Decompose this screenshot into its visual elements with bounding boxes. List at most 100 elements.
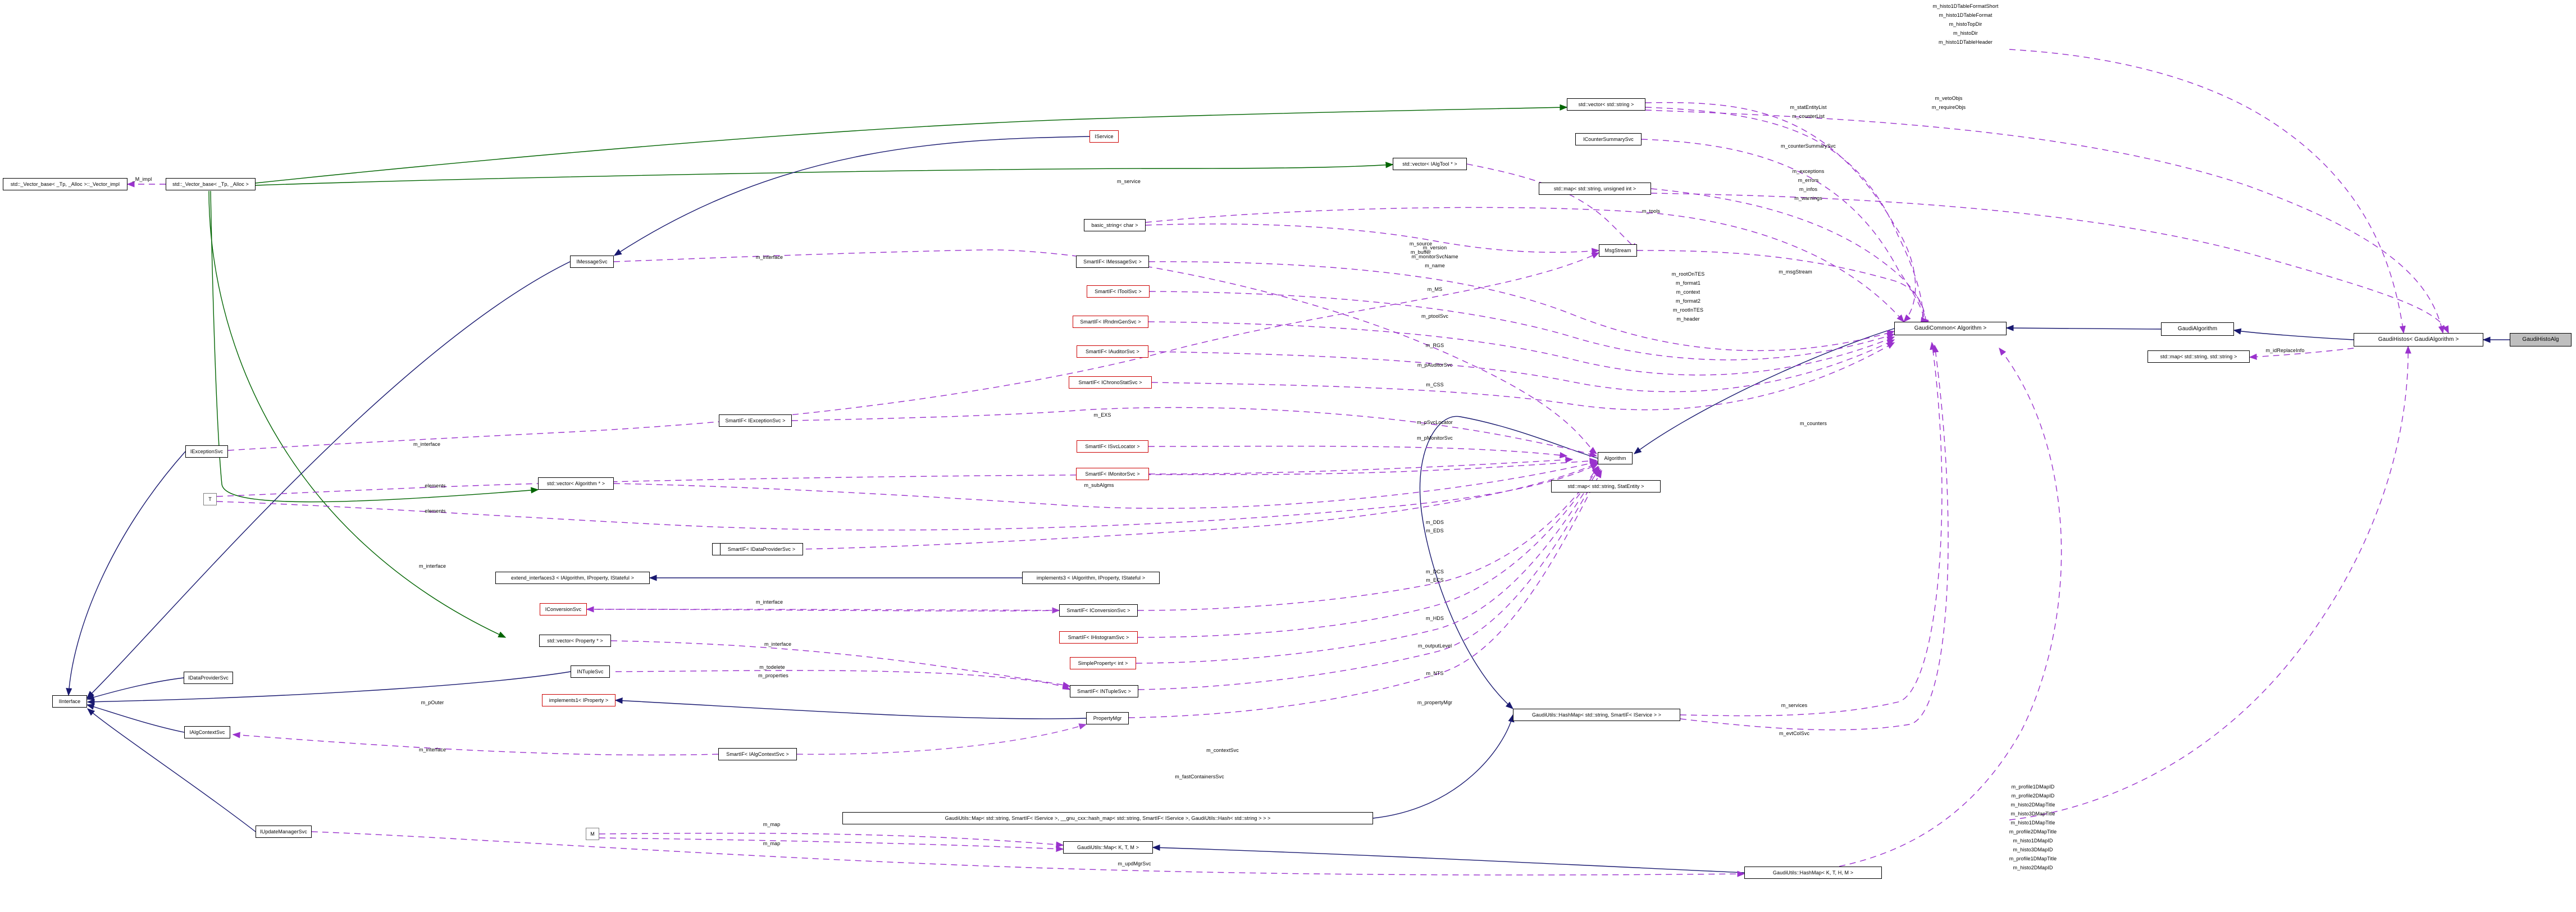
class-node-T[interactable]: T xyxy=(203,493,217,505)
edge-label-h1mapid: m_histo1DMapID xyxy=(2013,838,2053,843)
class-node-label: SmartIF< INTupleSvc > xyxy=(1077,688,1131,694)
class-node-vec_prop[interactable]: std::vector< Property * > xyxy=(539,635,611,647)
edge-label-psvcloc: m_pSvcLocator xyxy=(1417,419,1453,425)
edge-label-counterlist2: m_counterList xyxy=(1792,113,1825,119)
class-node-label: basic_string< char > xyxy=(1091,222,1138,228)
edge-label-pouter: m_pOuter xyxy=(421,700,444,705)
class-node-algorithm[interactable]: Algorithm xyxy=(1598,452,1633,464)
class-node-vecbase_impl[interactable]: std::_Vector_base< _Tp, _Alloc >::_Vecto… xyxy=(3,178,127,190)
class-node-label: GaudiHistos< GaudiAlgorithm > xyxy=(2378,336,2459,343)
class-node-label: INTupleSvc xyxy=(577,668,604,674)
class-node-impl3[interactable]: implements3 < IAlgorithm, IProperty, ISt… xyxy=(1022,572,1160,584)
edge-label-hds: m_HDS xyxy=(1425,615,1444,621)
class-node-iexcsvc[interactable]: IExceptionSvc xyxy=(185,445,228,458)
class-node-map_str_str[interactable]: std::map< std::string, std::string > xyxy=(2148,350,2250,363)
class-node-vecbase[interactable]: std::_Vector_base< _Tp, _Alloc > xyxy=(166,178,256,190)
class-node-gaudihistos[interactable]: GaudiHistos< GaudiAlgorithm > xyxy=(2354,333,2483,346)
inheritance-edges xyxy=(66,136,2510,873)
class-node-label: SmartIF< IRndmGenSvc > xyxy=(1080,318,1141,325)
class-node-msgsvc[interactable]: IMessageSvc xyxy=(570,256,614,268)
class-node-label: GaudiUtils::HashMap< K, T, H, M > xyxy=(1772,869,1854,875)
class-node-idataprov[interactable]: IDataProviderSvc xyxy=(184,672,233,684)
edge-label-h2maptitle: m_histo2DMapTitle xyxy=(2010,802,2055,808)
edge-label-ecs: m_ECS xyxy=(1426,577,1444,583)
edge-label-warnings: m_warnings xyxy=(1794,195,1822,201)
class-node-impl1_iprop[interactable]: implements1< IProperty > xyxy=(542,694,615,706)
class-node-vec_ialgtool[interactable]: std::vector< IAlgTool * > xyxy=(1393,158,1467,170)
edge-label-msgstream: m_msgStream xyxy=(1779,269,1812,275)
edge-label-eds: m_EDS xyxy=(1426,528,1444,533)
class-node-iconvsvc[interactable]: IConversionSvc xyxy=(540,603,587,615)
edge-label-fastcont: m_fastContainersSvc xyxy=(1175,774,1224,779)
class-node-smartif_irndm[interactable]: SmartIF< IRndmGenSvc > xyxy=(1073,316,1148,328)
edge-label-h1tf: m_histo1DTableFormat xyxy=(1939,12,1993,18)
class-node-smartif_ihist[interactable]: SmartIF< IHistogramSvc > xyxy=(1059,631,1138,644)
edge-label-counterlist1: m_statEntityList xyxy=(1790,104,1827,110)
class-node-label: std::vector< IAlgTool * > xyxy=(1402,161,1457,167)
class-node-gaudicommon[interactable]: GaudiCommon< Algorithm > xyxy=(1894,322,2007,335)
edge-label-css: m_CSS xyxy=(1426,382,1444,387)
class-node-smartif_ichr[interactable]: SmartIF< IChronoStatSvc > xyxy=(1069,376,1152,389)
class-node-ialgctx[interactable]: IAlgContextSvc xyxy=(184,726,230,738)
edge-label-pauditor: m_pAuditorSvc xyxy=(1417,362,1453,368)
edge-label-infos: m_infos xyxy=(1799,186,1818,192)
class-node-label: Algorithm xyxy=(1604,455,1626,461)
class-node-gaudihistoalg[interactable]: GaudiHistoAlg xyxy=(2510,333,2572,346)
class-node-gaudihashmap_iservice[interactable]: GaudiUtils::HashMap< std::string, SmartI… xyxy=(1513,709,1680,721)
class-node-map_str_uint[interactable]: std::map< std::string, unsigned int > xyxy=(1539,183,1651,195)
class-node-iface[interactable]: IInterface xyxy=(52,695,87,708)
class-node-label: SmartIF< IDataProviderSvc > xyxy=(727,546,796,552)
class-node-icountsum[interactable]: ICounterSummarySvc xyxy=(1575,133,1642,145)
class-node-map_statentity[interactable]: std::map< std::string, StatEntity > xyxy=(1551,480,1661,493)
edge-label-format2: m_format2 xyxy=(1676,298,1700,304)
class-node-msgstream[interactable]: MsgStream xyxy=(1599,244,1637,257)
class-node-smartif_ialgctx2[interactable]: SmartIF< IAlgContextSvc > xyxy=(718,748,797,760)
class-node-smartif_intup[interactable]: SmartIF< INTupleSvc > xyxy=(1070,685,1138,697)
edge-label-ptoolsvc: m_ptoolSvc xyxy=(1421,313,1449,319)
class-node-gaudihashmap_ktmh[interactable]: GaudiUtils::HashMap< K, T, H, M > xyxy=(1744,867,1882,879)
class-node-smartif_imsg[interactable]: SmartIF< IMessageSvc > xyxy=(1076,256,1149,268)
edge-label-reqobjs: m_requireObjs xyxy=(1931,104,1966,110)
edge-label-histodir: m_histoDir xyxy=(1953,30,1978,36)
edge-label-iface5: m_interface xyxy=(764,641,792,647)
edge-label-iface4: m_interface xyxy=(755,599,783,605)
class-node-iupdmgr[interactable]: IUpdateManagerSvc xyxy=(256,826,312,838)
class-node-smartif_itool[interactable]: SmartIF< IToolSvc > xyxy=(1087,285,1150,298)
class-node-label: GaudiUtils::HashMap< std::string, SmartI… xyxy=(1531,712,1662,718)
edge-label-pmonsvc: m_pMonitorSvc xyxy=(1417,435,1453,441)
class-node-smartif_iexc[interactable]: SmartIF< IExceptionSvc > xyxy=(719,414,792,427)
class-node-label: IExceptionSvc xyxy=(190,448,224,454)
edge-label-p1maptitle: m_profile1DMapTitle xyxy=(2009,856,2057,861)
edge-label-mimpl: _M_impl xyxy=(132,176,152,182)
class-node-smartif_imon[interactable]: SmartIF< IMonitorSvc > xyxy=(1076,468,1149,480)
edge-label-errors: m_errors xyxy=(1798,177,1819,183)
class-node-simpleprop[interactable]: SimpleProperty< int > xyxy=(1070,657,1136,669)
class-node-vec_alg[interactable]: std::vector< Algorithm * > xyxy=(538,477,614,490)
edge-label-buffer: m_buffer xyxy=(1410,249,1431,255)
class-node-extendif3[interactable]: extend_interfaces3 < IAlgorithm, IProper… xyxy=(495,572,650,584)
edge-label-rootontes: m_rootOnTES xyxy=(1671,271,1705,277)
class-node-smartif_idataprov[interactable]: SmartIF< IDataProviderSvc > xyxy=(720,543,803,555)
edge-label-exceptions: m_exceptions xyxy=(1792,168,1825,174)
edge-label-idreplace: m_idReplaceInfo xyxy=(2265,348,2305,353)
class-node-iservice[interactable]: IService xyxy=(1089,130,1119,143)
class-node-smartif_iaud[interactable]: SmartIF< IAuditorSvc > xyxy=(1077,345,1148,358)
class-node-M[interactable]: M xyxy=(586,828,599,840)
class-node-label: std::vector< std::string > xyxy=(1578,101,1634,107)
class-node-label: std::_Vector_base< _Tp, _Alloc >::_Vecto… xyxy=(10,181,120,187)
edge-label-service: m_service xyxy=(1117,179,1141,184)
class-node-smartif_iconv[interactable]: SmartIF< IConversionSvc > xyxy=(1059,604,1138,617)
class-node-basicstring[interactable]: basic_string< char > xyxy=(1084,219,1146,231)
edge-label-todelete: m_todelete xyxy=(759,664,785,670)
edge-label-dds: m_DDS xyxy=(1425,519,1444,525)
class-node-gaudimap_ktm[interactable]: GaudiUtils::Map< K, T, M > xyxy=(1063,841,1153,854)
class-node-vec_string[interactable]: std::vector< std::string > xyxy=(1567,98,1645,111)
class-node-smartif_isvcl[interactable]: SmartIF< ISvcLocator > xyxy=(1077,440,1148,453)
class-node-gaudialgorithm[interactable]: GaudiAlgorithm xyxy=(2161,322,2234,336)
class-node-intuplesvc[interactable]: INTupleSvc xyxy=(571,665,610,678)
class-node-label: M xyxy=(590,831,595,837)
class-node-propmgr[interactable]: PropertyMgr xyxy=(1086,712,1129,724)
template-edges xyxy=(208,104,1568,638)
class-node-gaudimap_long[interactable]: GaudiUtils::Map< std::string, SmartIF< I… xyxy=(842,812,1373,824)
class-node-label: SimpleProperty< int > xyxy=(1078,660,1128,666)
